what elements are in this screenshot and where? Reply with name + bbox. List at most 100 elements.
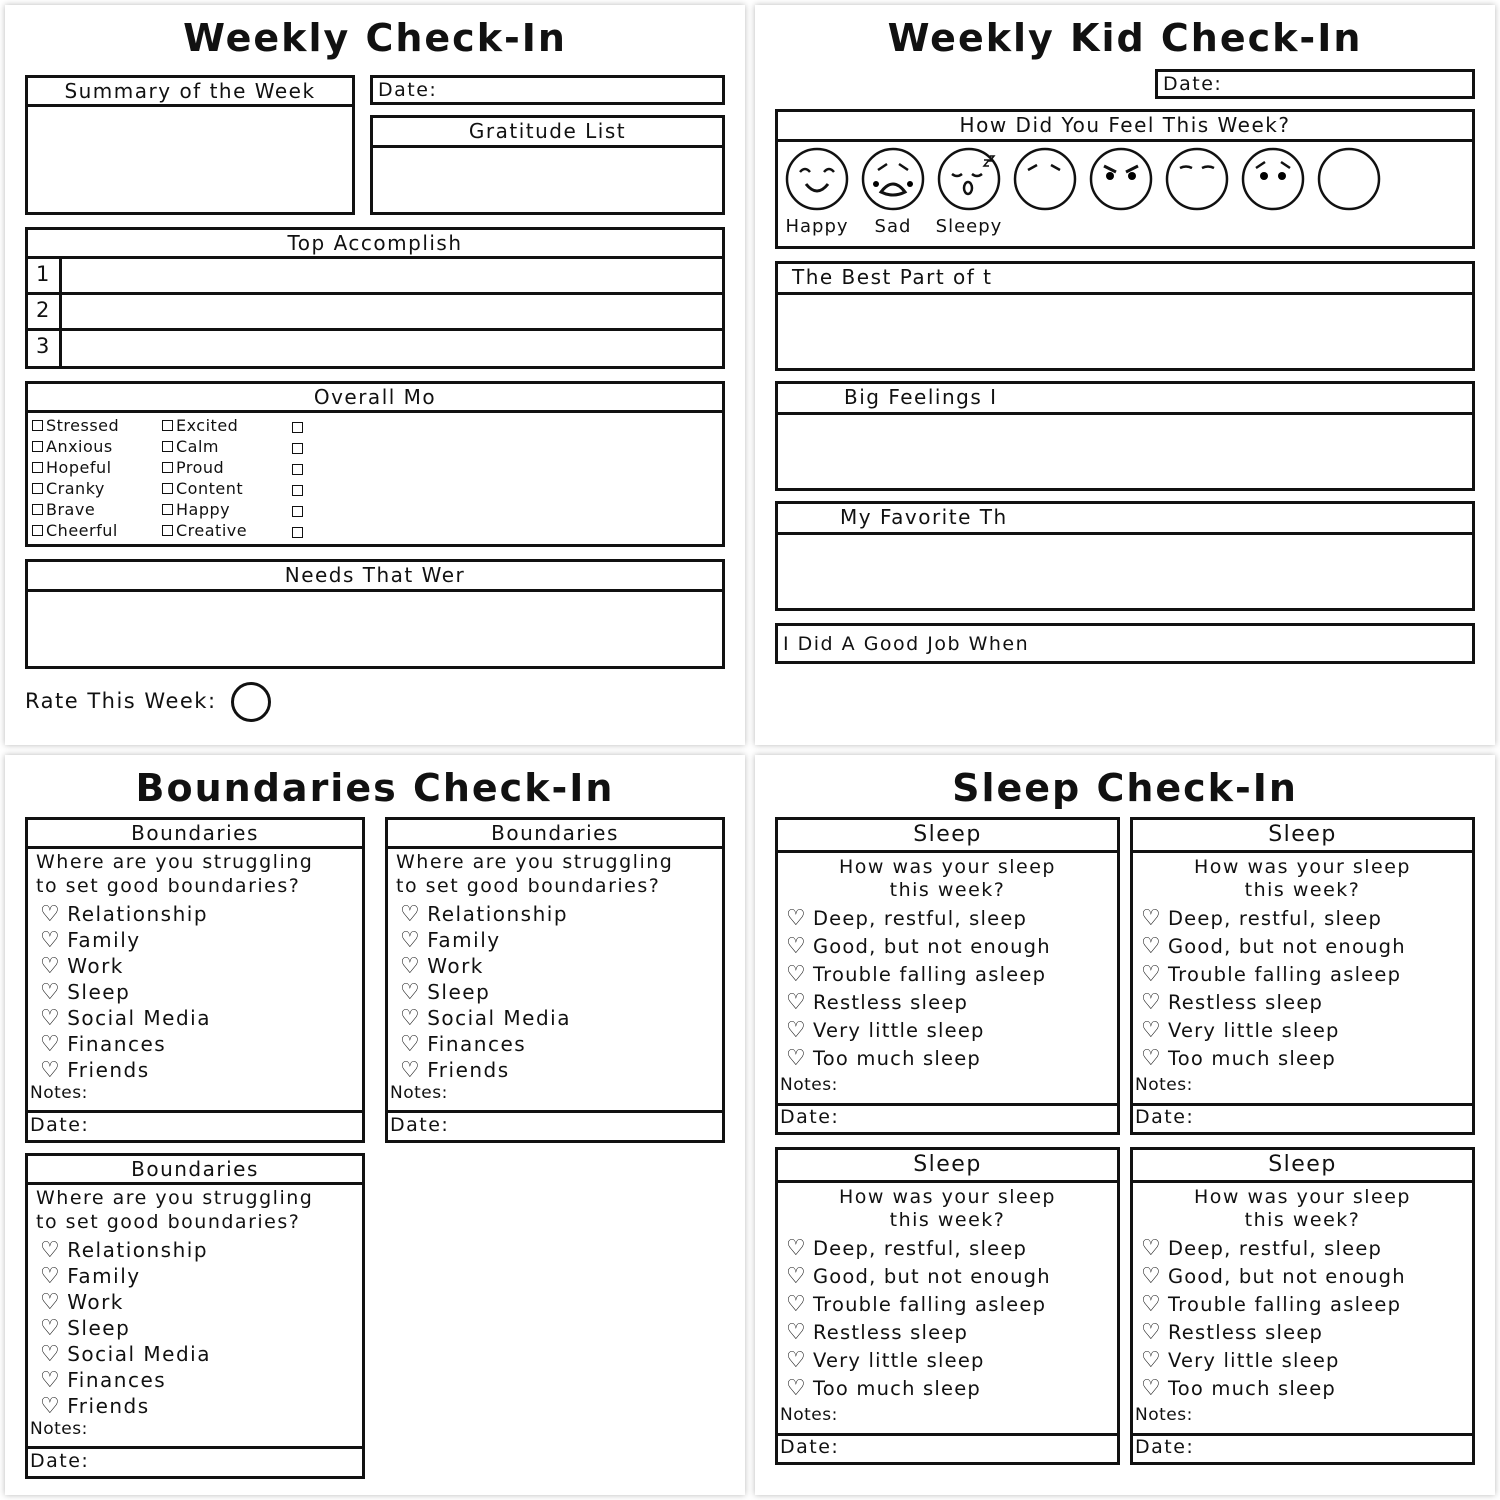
- heart-icon[interactable]: ♡: [786, 1376, 807, 1401]
- scared-face-icon[interactable]: [1240, 146, 1306, 212]
- date-label[interactable]: Date:: [780, 1106, 840, 1128]
- heart-icon[interactable]: ♡: [40, 1316, 62, 1341]
- checkbox-icon[interactable]: [162, 525, 173, 536]
- sleep-option[interactable]: ♡Very little sleep: [1141, 1018, 1340, 1043]
- sleep-option[interactable]: ♡Too much sleep: [786, 1376, 981, 1401]
- mood-option[interactable]: Excited: [162, 416, 238, 435]
- heart-icon[interactable]: ♡: [40, 1342, 62, 1367]
- heart-icon[interactable]: ♡: [40, 1058, 62, 1083]
- date-field[interactable]: Date:: [370, 75, 725, 105]
- heart-icon[interactable]: ♡: [400, 902, 422, 927]
- heart-icon[interactable]: ♡: [40, 1368, 62, 1393]
- heart-icon[interactable]: ♡: [1141, 1046, 1162, 1071]
- checkbox-icon[interactable]: [32, 504, 43, 515]
- checkbox-icon[interactable]: [162, 441, 173, 452]
- checkbox-icon[interactable]: [292, 527, 303, 538]
- boundary-option[interactable]: ♡Friends: [40, 1058, 150, 1082]
- sleep-option[interactable]: ♡Very little sleep: [786, 1018, 985, 1043]
- boundary-option[interactable]: ♡Family: [40, 1264, 141, 1288]
- heart-icon[interactable]: ♡: [400, 928, 422, 953]
- sleep-option[interactable]: ♡Good, but not enough: [786, 934, 1051, 959]
- heart-icon[interactable]: ♡: [1141, 906, 1162, 931]
- sleep-option[interactable]: ♡Good, but not enough: [786, 1264, 1051, 1289]
- boundary-option[interactable]: ♡Finances: [40, 1032, 166, 1056]
- boundary-option[interactable]: ♡Work: [40, 1290, 124, 1314]
- heart-icon[interactable]: ♡: [1141, 1376, 1162, 1401]
- heart-icon[interactable]: ♡: [400, 1058, 422, 1083]
- sad-face-icon[interactable]: [860, 146, 926, 212]
- heart-icon[interactable]: ♡: [400, 1032, 422, 1057]
- heart-icon[interactable]: ♡: [40, 902, 62, 927]
- boundary-option[interactable]: ♡Sleep: [40, 980, 130, 1004]
- accomplishment-field[interactable]: [62, 259, 722, 291]
- checkbox-icon[interactable]: [292, 506, 303, 517]
- heart-icon[interactable]: ♡: [1141, 934, 1162, 959]
- sleep-option[interactable]: ♡Good, but not enough: [1141, 1264, 1406, 1289]
- sleep-option[interactable]: ♡Good, but not enough: [1141, 934, 1406, 959]
- boundary-option[interactable]: ♡Social Media: [40, 1006, 211, 1030]
- mood-option[interactable]: Happy: [162, 500, 230, 519]
- sleep-option[interactable]: ♡Trouble falling asleep: [1141, 962, 1401, 987]
- heart-icon[interactable]: ♡: [40, 1238, 62, 1263]
- heart-icon[interactable]: ♡: [40, 928, 62, 953]
- boundary-option[interactable]: ♡Finances: [400, 1032, 526, 1056]
- accomplishment-field[interactable]: [62, 295, 722, 327]
- mood-option[interactable]: Creative: [162, 521, 247, 540]
- heart-icon[interactable]: ♡: [786, 1320, 807, 1345]
- boundary-option[interactable]: ♡Social Media: [40, 1342, 211, 1366]
- date-field[interactable]: Date:: [1155, 69, 1475, 99]
- sleep-option[interactable]: ♡Deep, restful, sleep: [786, 906, 1027, 931]
- boundary-option[interactable]: ♡Sleep: [40, 1316, 130, 1340]
- heart-icon[interactable]: ♡: [1141, 990, 1162, 1015]
- checkbox-icon[interactable]: [32, 525, 43, 536]
- heart-icon[interactable]: ♡: [786, 934, 807, 959]
- boundary-option[interactable]: ♡Social Media: [400, 1006, 571, 1030]
- heart-icon[interactable]: ♡: [1141, 1292, 1162, 1317]
- heart-icon[interactable]: ♡: [40, 1394, 62, 1419]
- sleepy-face-icon[interactable]: [936, 146, 1002, 212]
- date-label[interactable]: Date:: [30, 1450, 90, 1472]
- boundary-option[interactable]: ♡Finances: [40, 1368, 166, 1392]
- checkbox-icon[interactable]: [162, 504, 173, 515]
- date-label[interactable]: Date:: [1135, 1106, 1195, 1128]
- date-label[interactable]: Date:: [30, 1114, 90, 1136]
- sleep-option[interactable]: ♡Trouble falling asleep: [786, 1292, 1046, 1317]
- heart-icon[interactable]: ♡: [40, 1032, 62, 1057]
- checkbox-icon[interactable]: [292, 464, 303, 475]
- heart-icon[interactable]: ♡: [400, 954, 422, 979]
- mood-option[interactable]: Stressed: [32, 416, 119, 435]
- date-label[interactable]: Date:: [1135, 1436, 1195, 1458]
- heart-icon[interactable]: ♡: [1141, 1320, 1162, 1345]
- happy-face-icon[interactable]: [784, 146, 850, 212]
- heart-icon[interactable]: ♡: [786, 1348, 807, 1373]
- checkbox-icon[interactable]: [292, 443, 303, 454]
- heart-icon[interactable]: ♡: [1141, 1236, 1162, 1261]
- boundary-option[interactable]: ♡Family: [400, 928, 501, 952]
- checkbox-icon[interactable]: [162, 483, 173, 494]
- sleep-option[interactable]: ♡Too much sleep: [1141, 1376, 1336, 1401]
- heart-icon[interactable]: ♡: [786, 962, 807, 987]
- checkbox-icon[interactable]: [32, 462, 43, 473]
- sleep-option[interactable]: ♡Deep, restful, sleep: [1141, 1236, 1382, 1261]
- mood-option[interactable]: Content: [162, 479, 243, 498]
- boundary-option[interactable]: ♡Relationship: [40, 1238, 208, 1262]
- heart-icon[interactable]: ♡: [40, 954, 62, 979]
- mood-option[interactable]: Cranky: [32, 479, 105, 498]
- heart-icon[interactable]: ♡: [40, 980, 62, 1005]
- checkbox-icon[interactable]: [162, 420, 173, 431]
- checkbox-icon[interactable]: [32, 420, 43, 431]
- sleep-option[interactable]: ♡Very little sleep: [1141, 1348, 1340, 1373]
- mood-option[interactable]: Anxious: [32, 437, 113, 456]
- mood-option[interactable]: Proud: [162, 458, 224, 477]
- heart-icon[interactable]: ♡: [786, 1018, 807, 1043]
- boundary-option[interactable]: ♡Family: [40, 928, 141, 952]
- heart-icon[interactable]: ♡: [400, 980, 422, 1005]
- mood-option[interactable]: Calm: [162, 437, 219, 456]
- boundary-option[interactable]: ♡Friends: [400, 1058, 510, 1082]
- heart-icon[interactable]: ♡: [786, 1046, 807, 1071]
- checkbox-icon[interactable]: [32, 483, 43, 494]
- notes-field[interactable]: [778, 1096, 1117, 1103]
- heart-icon[interactable]: ♡: [400, 1006, 422, 1031]
- worried-face-icon[interactable]: [1012, 146, 1078, 212]
- boundary-option[interactable]: ♡Friends: [40, 1394, 150, 1418]
